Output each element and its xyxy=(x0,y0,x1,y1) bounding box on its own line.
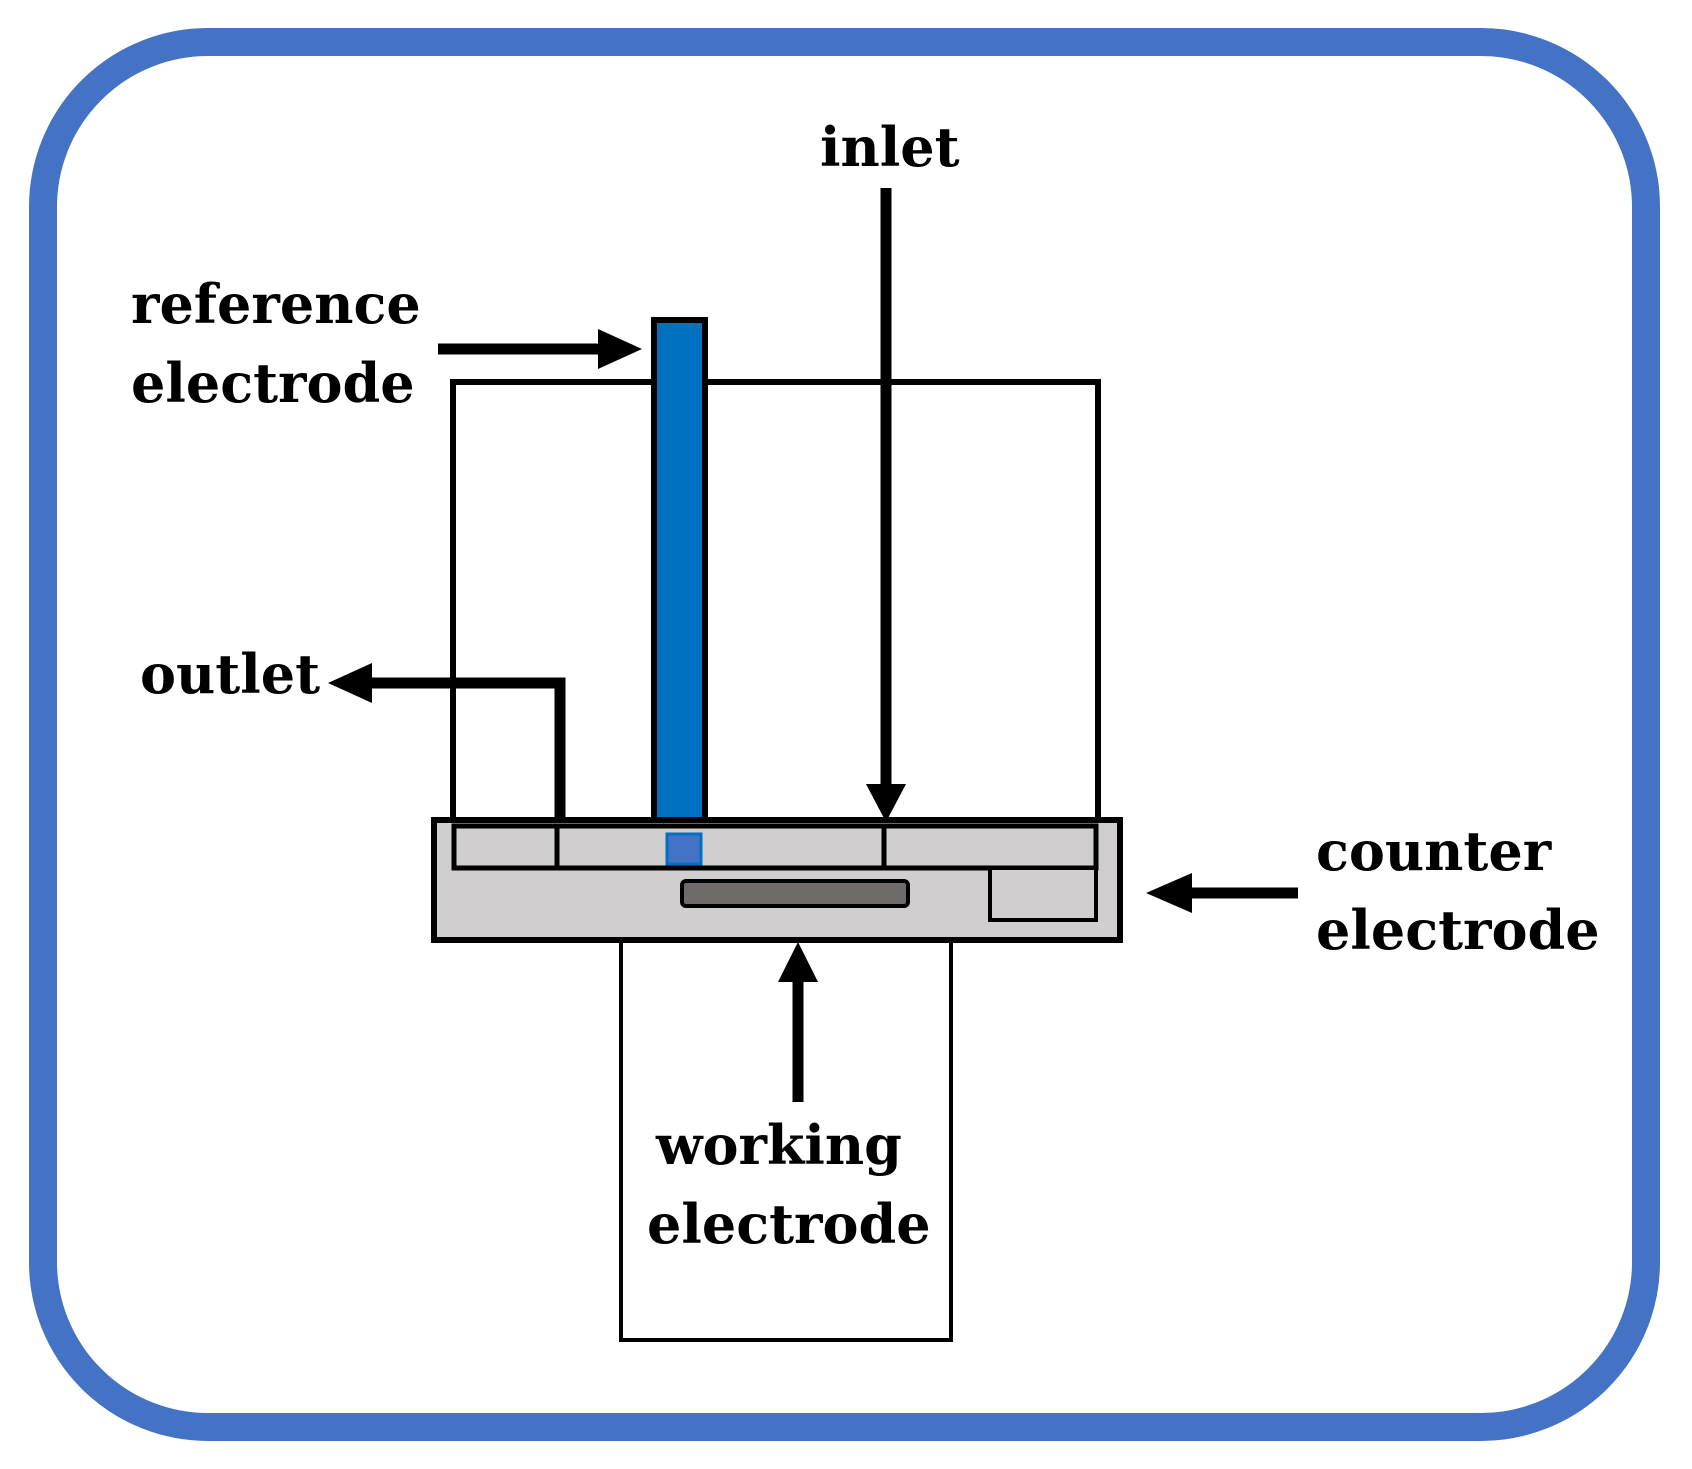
reference-electrode-tip xyxy=(665,832,703,866)
outlet-label: outlet xyxy=(140,642,320,706)
counter-electrode xyxy=(988,866,1098,922)
outlet-arrow-shaft xyxy=(360,677,566,823)
counter-label-line2: electrode xyxy=(1316,898,1600,962)
outer-frame xyxy=(29,28,1660,1441)
inlet-arrowhead xyxy=(866,784,906,822)
reference-label-line1: reference xyxy=(131,272,421,336)
reference-label-line2: electrode xyxy=(131,351,415,415)
reference-electrode xyxy=(651,317,708,823)
flow-channel xyxy=(451,823,1099,871)
reference-arrowhead xyxy=(598,329,642,369)
working-electrode xyxy=(680,879,910,908)
counter-label-line1: counter xyxy=(1316,819,1552,883)
outlet-arrowhead xyxy=(328,663,372,703)
working-label-line1: working xyxy=(655,1113,902,1177)
working-arrowhead xyxy=(778,942,818,982)
inlet-label: inlet xyxy=(820,115,960,179)
working-label-line2: electrode xyxy=(647,1192,931,1256)
counter-arrowhead xyxy=(1146,873,1192,913)
